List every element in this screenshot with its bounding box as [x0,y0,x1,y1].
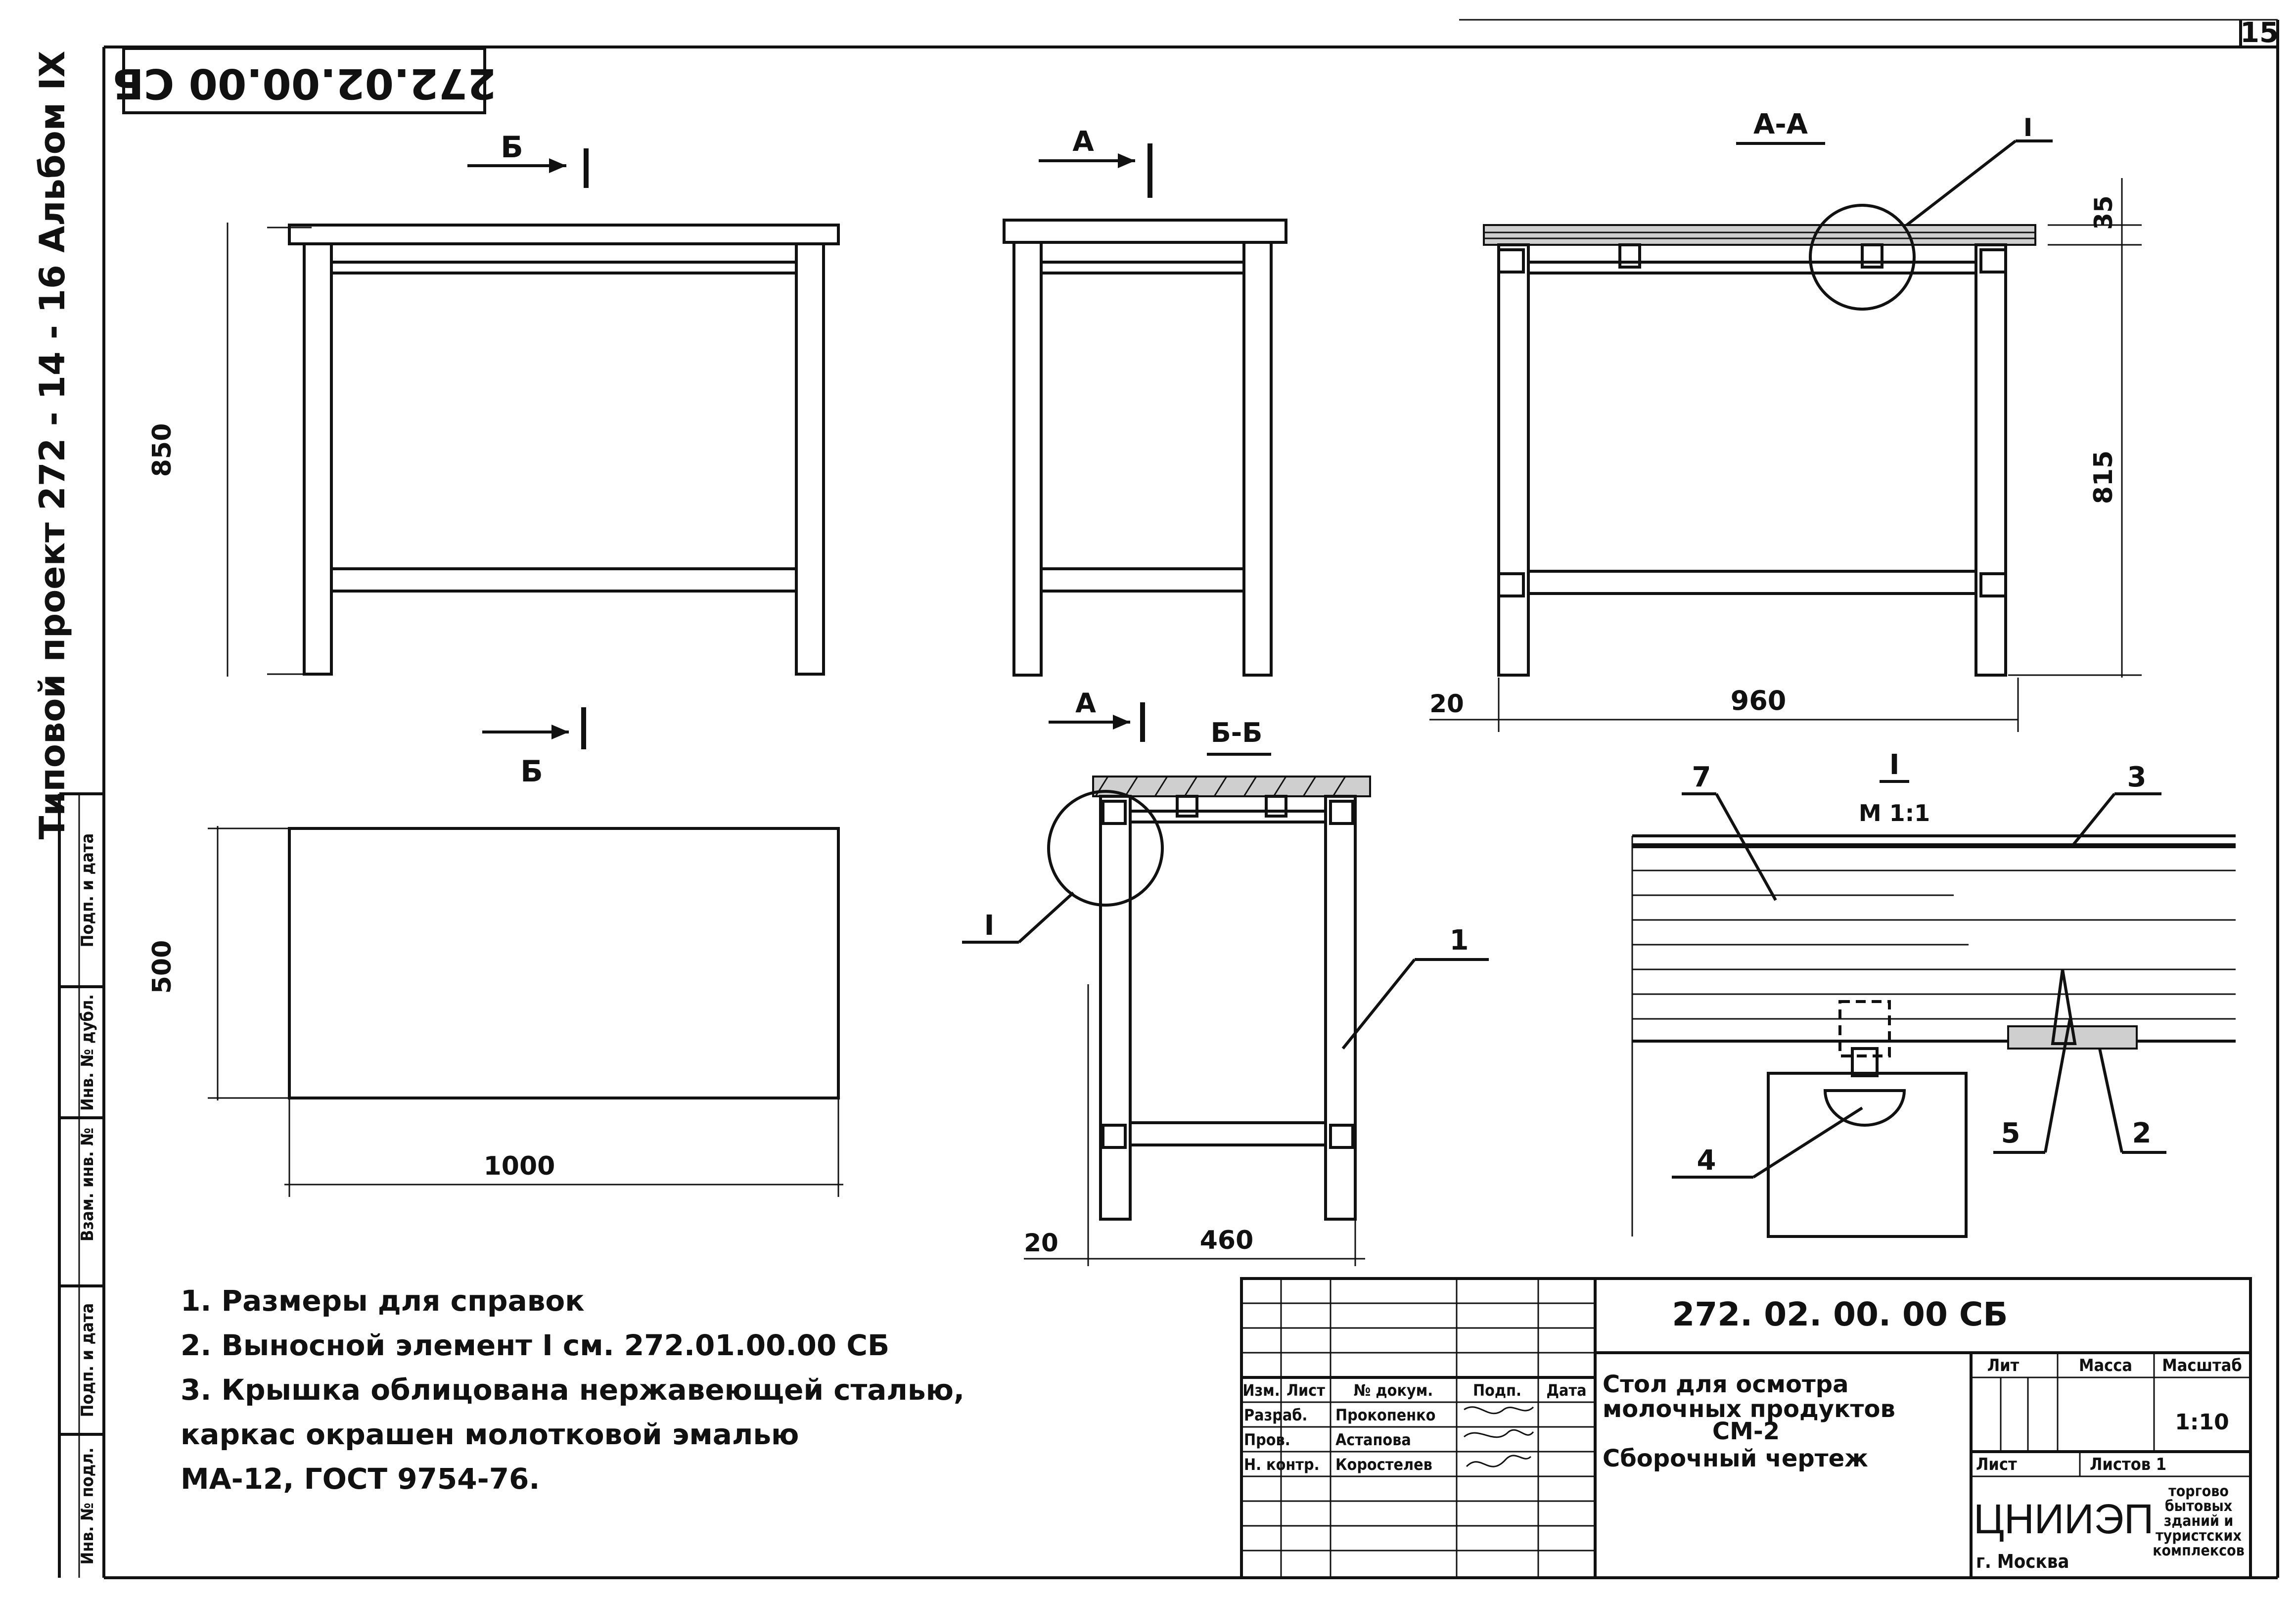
tb-role-razrab: Разраб. [1244,1406,1307,1424]
dim-20-bb: 20 [1024,1229,1058,1257]
section-aa-title: А-А [1753,108,1808,140]
detail-view: I М 1:1 4 7 3 5 2 [1631,749,2236,1238]
dim-815: 815 [2089,451,2118,504]
tb-org-desc-4: туристских [2156,1527,2242,1545]
detail-label-aa: I [2023,113,2033,142]
dim-1000: 1000 [484,1151,555,1181]
note-3: 3. Крышка облицована нержавеющей сталью, [181,1373,964,1407]
tb-lit-label: Лит [1987,1356,2020,1375]
tb-header-doc: № докум. [1354,1381,1433,1400]
tb-code: 272. 02. 00. 00 СБ [1672,1295,2008,1333]
tb-sheets-label: Листов 1 [2090,1455,2166,1474]
detail-scale: М 1:1 [1859,800,1930,826]
sheet-number: 15 [2240,17,2279,49]
tb-header-list: Лист [1286,1381,1325,1400]
tb-title-3: СМ-2 [1712,1418,1780,1445]
side-cell-podp-1: Подп. и дата [78,833,97,948]
note-5: МА-12, ГОСТ 9754-76. [181,1462,540,1496]
detail-label-5: 5 [2001,1117,2020,1149]
detail-label-3: 3 [2127,761,2147,793]
side-cell-podl: Инв. № подл. [78,1448,97,1565]
section-bb: А Б-Б I 1 460 20 [962,687,1489,1266]
tb-header-date: Дата [1546,1381,1586,1400]
dim-35: 35 [2089,195,2118,230]
tb-org: ЦНИИЭП [1974,1496,2154,1542]
tb-header-sign: Подп. [1473,1381,1521,1400]
section-arrow-a-top: А [1039,126,1152,198]
detail-label-bb: I [984,910,995,942]
plan-view: Б 500 1000 [147,707,843,1197]
tb-name-nkontr: Коростелев [1335,1455,1432,1474]
tb-role-nkontr: Н. контр. [1244,1455,1320,1474]
side-cell-dubl: Инв. № дубл. [78,994,97,1111]
tb-org-desc-5: комплексов [2153,1542,2245,1559]
tb-title-2: молочных продуктов [1603,1395,1895,1423]
tb-role-prov: Пров. [1244,1430,1290,1449]
tb-org-desc-3: зданий и [2164,1512,2233,1530]
side-cell-podp-2: Подп. и дата [78,1303,97,1418]
dim-960: 960 [1731,685,1787,716]
section-arrow-b-mid: Б [482,707,586,789]
tb-org-desc-2: бытовых [2165,1498,2232,1515]
top-stamp-code: 272.02.00.00 СБ [112,59,497,108]
section-bb-title: Б-Б [1211,717,1263,748]
side-cell-zam: Взам. инв. № [78,1128,97,1241]
signatures [1464,1406,1534,1467]
detail-label-2: 2 [2132,1117,2152,1149]
tb-title-1: Стол для осмотра [1603,1371,1849,1398]
tb-name-razrab: Прокопенко [1335,1406,1435,1424]
section-arrow-b-top: Б [467,130,589,188]
side-view: А [1003,126,1287,677]
tb-scale-label: Масштаб [2162,1356,2242,1375]
title-block: Изм. Лист № докум. Подп. Дата Разраб. Пр… [1240,1277,2252,1579]
leader-label-1: 1 [1450,924,1469,957]
section-mark-a-top: А [1072,126,1094,158]
tb-header-izm: Изм. [1242,1381,1280,1400]
side-margin: Типовой проект 272 - 14 - 16 Альбом IX В… [32,51,104,1578]
section-aa: А-А I 35 815 960 20 [1429,108,2142,732]
tb-title-4: Сборочный чертеж [1603,1445,1868,1472]
detail-label-4: 4 [1697,1144,1716,1177]
dim-460: 460 [1200,1226,1254,1255]
note-2: 2. Выносной элемент I см. 272.01.00.00 С… [181,1328,889,1362]
notes: 1. Размеры для справок 2. Выносной элеме… [181,1284,964,1496]
tb-sheet-label: Лист [1976,1455,2017,1474]
dim-500: 500 [147,940,177,994]
section-mark-b-top: Б [501,130,523,165]
side-title: Типовой проект 272 - 14 - 16 Альбом IX [32,51,73,840]
tb-mass-label: Масса [2079,1356,2132,1375]
tb-org-desc-1: торгово [2168,1483,2229,1500]
section-arrow-a-mid: А [1049,687,1145,742]
note-4: каркас окрашен молотковой эмалью [181,1418,799,1451]
section-mark-a-mid: А [1075,687,1096,719]
detail-title: I [1889,749,1900,781]
dim-850: 850 [147,423,177,477]
detail-label-7: 7 [1692,761,1711,793]
dim-20-aa: 20 [1429,689,1464,718]
sheet-frame: 15 [102,17,2279,1579]
top-stamp: 272.02.00.00 СБ [112,47,497,114]
tb-name-prov: Астапова [1335,1430,1411,1449]
tb-scale-value: 1:10 [2175,1410,2229,1435]
note-1: 1. Размеры для справок [181,1284,585,1318]
front-view: Б 850 [147,130,840,677]
tb-city: г. Москва [1976,1551,2069,1572]
section-mark-b-mid: Б [520,754,543,789]
